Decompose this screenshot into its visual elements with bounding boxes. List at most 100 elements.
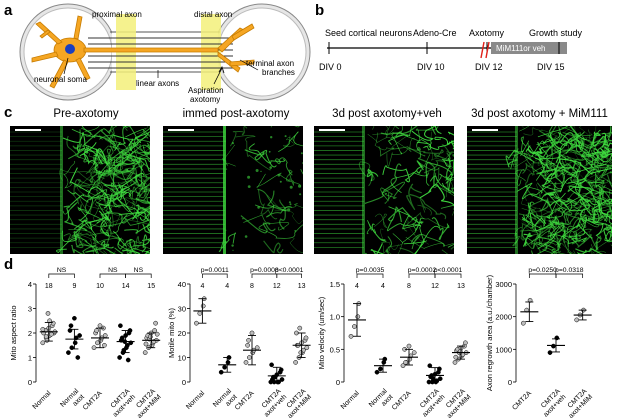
data-point (400, 363, 406, 369)
data-point (249, 330, 255, 336)
data-point (200, 303, 206, 309)
x-category-label: CMT2A (234, 390, 256, 412)
data-point (142, 350, 148, 355)
x-category-label: CMT2Aaxot+veh (537, 388, 568, 419)
micro-image-3d-veh (314, 126, 454, 254)
y-tick-label: 0 (28, 378, 32, 387)
panel-label-c: c (4, 104, 13, 121)
significance-bracket (99, 273, 126, 278)
data-point (154, 331, 160, 337)
event-adeno-cre: Adeno-Cre (413, 28, 457, 38)
n-label: 8 (407, 283, 411, 290)
data-point (374, 369, 380, 375)
n-label: 12 (431, 283, 439, 290)
y-tick-label: 2000 (495, 313, 512, 322)
data-point (520, 320, 526, 326)
data-point (254, 345, 260, 351)
day-0: DIV 0 (319, 62, 342, 72)
data-point (153, 320, 158, 326)
data-point (68, 323, 74, 329)
data-point (378, 366, 383, 372)
data-point (297, 325, 303, 331)
data-point (551, 343, 556, 349)
y-axis-label: Mito aspect ratio (9, 305, 18, 360)
data-point (95, 340, 100, 346)
data-point (66, 350, 71, 355)
axotomy-chamber-diagram: proximal axon distal axon neuronal soma … (19, 3, 311, 104)
significance-label: NS (57, 267, 67, 274)
y-tick-label: 0 (336, 378, 340, 387)
x-category-label: Normal (185, 390, 206, 411)
data-point (304, 345, 310, 351)
y-tick-label: 30 (178, 305, 186, 314)
data-point (243, 360, 249, 365)
x-category-label: CMT2Aaxot+MiM (562, 388, 594, 419)
y-axis-label: Mito velocity (um/sec) (318, 296, 326, 369)
micro-title-1: Pre-axotomy (53, 108, 119, 120)
data-point (40, 340, 46, 346)
x-category-label: Normalaxot (212, 388, 239, 415)
data-point (453, 354, 459, 360)
n-label: 8 (250, 283, 254, 290)
n-label: 14 (122, 283, 130, 290)
data-point (279, 377, 285, 382)
significance-label: p=0.0035 (356, 267, 385, 274)
n-label: 13 (298, 283, 306, 290)
data-point (352, 324, 357, 329)
data-point (269, 362, 274, 368)
data-point (102, 333, 108, 338)
significance-label: p=0.0011 (201, 267, 229, 274)
treatment-bar (491, 42, 567, 54)
significance-bracket (528, 273, 557, 278)
y-tick-label: 1000 (495, 345, 512, 354)
data-point (118, 323, 123, 329)
data-point (437, 376, 443, 382)
data-point (278, 367, 284, 373)
micro-image-immed-post (163, 126, 303, 254)
event-axotomy: Axotomy (469, 28, 505, 38)
micro-image-pre-axotomy (10, 126, 150, 254)
data-point (245, 342, 250, 348)
n-label: 10 (96, 283, 104, 290)
significance-bracket (434, 273, 462, 278)
day-15: DIV 15 (537, 62, 565, 72)
data-point (197, 311, 203, 316)
y-tick-label: 1.0 (330, 313, 340, 322)
micro-title-4: 3d post axotomy + MiM111 (471, 108, 608, 120)
label-proximal-axon: proximal axon (92, 10, 142, 19)
label-neuronal-soma: neuronal soma (34, 75, 87, 84)
x-category-label: CMT2Aaxot+MiM (440, 388, 472, 419)
significance-label: NS (108, 267, 118, 274)
data-point (225, 360, 231, 365)
data-point (554, 335, 560, 341)
y-tick-label: 1.5 (330, 280, 340, 289)
significance-bracket (251, 273, 278, 278)
significance-bracket (202, 273, 228, 278)
data-point (40, 326, 46, 332)
data-point (119, 335, 125, 341)
data-point (452, 360, 458, 365)
data-point (348, 333, 354, 339)
n-label: 13 (457, 283, 465, 290)
significance-bracket (555, 273, 584, 278)
data-point (411, 350, 417, 355)
x-category-label: CMT2Aaxot+veh (416, 388, 447, 419)
y-axis-label: Axon regrowth area (a.u./chamber) (486, 274, 494, 391)
nucleus (65, 44, 75, 54)
significance-label: p=0.0250 (528, 267, 557, 274)
x-category-label: CMT2A (82, 390, 104, 412)
significance-bracket (408, 273, 436, 278)
data-point (574, 317, 580, 323)
data-point (102, 342, 107, 348)
event-growth-study: Growth study (529, 28, 583, 38)
significance-label: p<0.0001 (434, 267, 463, 274)
significance-label: NS (134, 267, 144, 274)
day-12: DIV 12 (475, 62, 503, 72)
y-tick-label: 0 (508, 378, 512, 387)
